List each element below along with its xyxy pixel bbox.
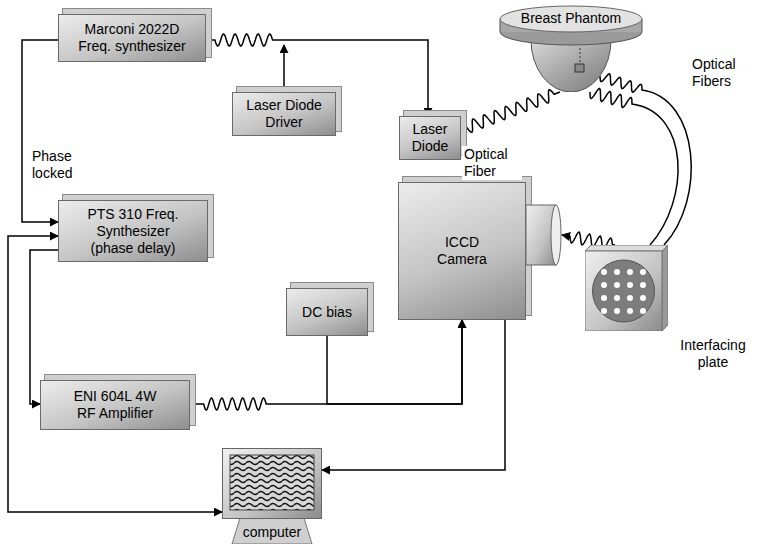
text-column: PTS 310 Freq. Synthesizer (phase delay) (74, 206, 192, 257)
synthesizer-box: Marconi 2022D Freq. synthesizer (58, 14, 206, 62)
node-text: Marconi 2022D Freq. synthesizer (73, 21, 191, 55)
text-holder: computer (222, 524, 322, 541)
camera-box: ICCD Camera (398, 182, 562, 320)
breast-phantom: Breast Phantom (498, 4, 644, 92)
text-column: Laser Diode (404, 121, 456, 155)
connector (590, 89, 678, 246)
text-column: DC bias (302, 304, 352, 321)
connector (283, 45, 285, 92)
connector (22, 40, 58, 222)
text-holder: Interfacing plate (668, 337, 758, 371)
bias-box: DC bias (286, 288, 368, 336)
edge-label: Optical Fibers (690, 56, 758, 90)
node-text: Interfacing plate (668, 337, 758, 371)
node-text: Laser Diode Driver (240, 97, 328, 131)
node-text: DC bias (302, 304, 352, 321)
connector (322, 320, 505, 470)
camera-face: ICCD Camera (398, 182, 526, 320)
interfacing-plate: Interfacing plate (585, 245, 668, 331)
amplifier-box: ENI 604L 4W RF Amplifier (40, 380, 190, 430)
text-holder: Breast Phantom (498, 10, 644, 27)
node-text: Laser Diode (404, 121, 456, 155)
laser-box: Laser Diode (399, 116, 461, 160)
edge-label: Optical Fiber (462, 146, 522, 180)
node-text: ENI 604L 4W RF Amplifier (65, 388, 165, 422)
text-column: ENI 604L 4W RF Amplifier (65, 388, 165, 422)
connector (461, 90, 560, 133)
text-column: computer (243, 524, 301, 541)
driver-box: Laser Diode Driver (232, 92, 336, 136)
node-text: computer (243, 524, 301, 541)
computer-monitor: computer (222, 448, 322, 544)
edge-label: Phase locked (30, 148, 96, 182)
text-column: Marconi 2022D Freq. synthesizer (73, 21, 191, 55)
camera-lens (526, 182, 562, 292)
node-text: ICCD Camera (427, 234, 497, 268)
text-column: ICCD Camera (427, 234, 497, 268)
synthesizer-box: PTS 310 Freq. Synthesizer (phase delay) (58, 200, 208, 262)
text-column: Interfacing plate (668, 337, 758, 371)
text-column: Breast Phantom (521, 10, 621, 27)
node-text: Breast Phantom (521, 10, 621, 27)
text-column: Laser Diode Driver (240, 97, 328, 131)
node-text: PTS 310 Freq. Synthesizer (phase delay) (74, 206, 192, 257)
plate-drawing (585, 245, 668, 331)
connector (8, 236, 222, 512)
